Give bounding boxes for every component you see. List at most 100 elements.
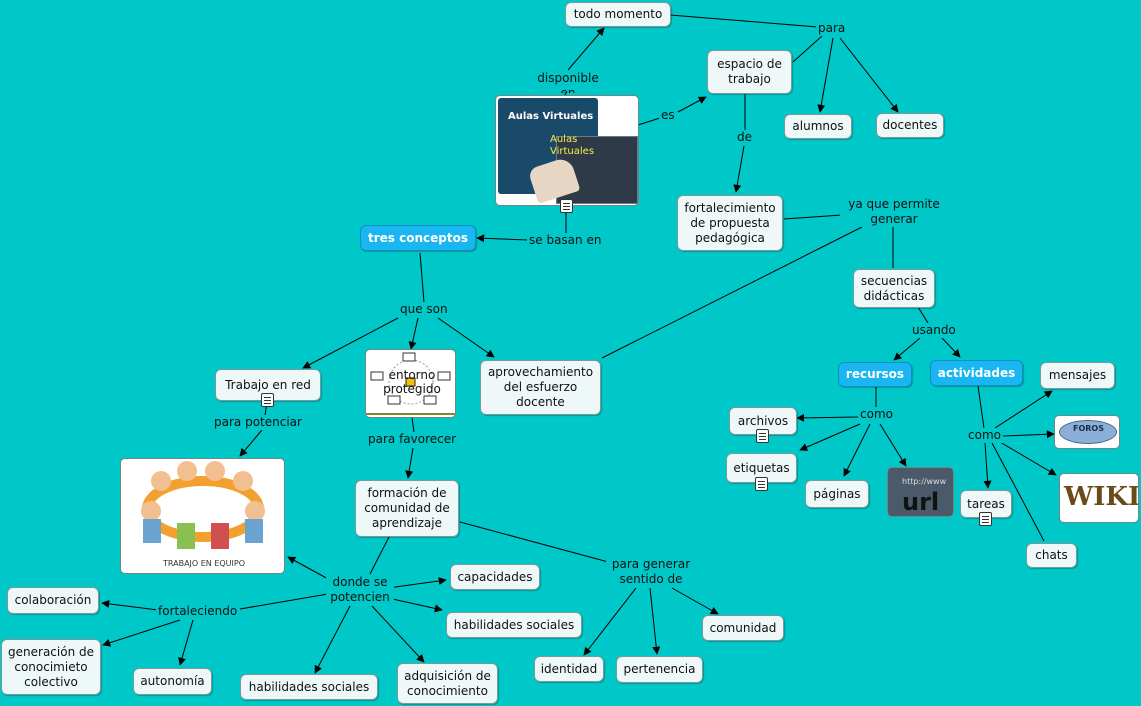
url-http-text: http://www [902,477,947,486]
concept-mensajes[interactable]: mensajes [1040,362,1115,389]
link-para-generar: para generar sentido de [606,557,696,587]
edge [649,587,661,655]
edge [405,447,414,479]
edge [419,252,425,303]
edge [567,27,605,71]
image-aulas-virtuales[interactable]: Aulas Virtuales Aulas Virtuales [495,95,639,206]
edge [601,226,863,359]
edge [387,577,447,589]
edge [983,442,992,489]
document-icon[interactable] [755,477,768,491]
edge [994,390,1053,429]
concept-pertenencia[interactable]: pertenencia [616,656,703,683]
concept-adquisicion[interactable]: adquisición de conocimiento [397,663,498,704]
edge [437,317,495,358]
edge [637,117,661,126]
edge [879,423,907,467]
concept-recursos[interactable]: recursos [838,362,912,387]
speech-bubble-icon [1059,420,1117,444]
edge [387,597,443,613]
team-circle-icon [141,461,265,549]
document-icon[interactable] [560,199,573,213]
concept-comunidad[interactable]: comunidad [702,615,784,641]
concept-actividades[interactable]: actividades [930,360,1023,386]
concept-generacion[interactable]: generación de conocimieto colectivo [1,639,101,695]
concept-chats[interactable]: chats [1026,543,1077,568]
edge [991,442,1045,542]
edge [369,536,390,575]
aulas-title: Aulas Virtuales [508,111,594,122]
foros-text: FOROS [1073,424,1104,433]
edge [459,521,613,564]
edge [314,605,351,674]
image-entorno-protegido[interactable]: entorno protegido [365,349,456,418]
edge [839,37,899,113]
edge [843,423,871,477]
link-de: de [735,130,754,145]
document-icon[interactable] [979,512,992,526]
edge [302,317,399,369]
edge [669,14,819,28]
network-icon [366,352,455,415]
link-como-recursos: como [858,407,895,422]
edge [817,37,834,113]
entorno-text: entorno protegido [383,368,441,396]
image-trabajo-en-equipo[interactable]: TRABAJO EN EQUIPO [120,458,285,574]
concept-tareas[interactable]: tareas [960,490,1012,518]
document-icon[interactable] [261,393,274,407]
image-wikis[interactable]: WIKIS [1059,473,1139,523]
link-disponible-en: disponible en [534,71,602,93]
edge [796,413,859,422]
edge [408,317,419,350]
concept-todo-momento[interactable]: todo momento [565,2,671,27]
concept-colaboracion[interactable]: colaboración [7,587,99,614]
link-usando: usando [910,323,958,338]
concept-habilidades-sociales[interactable]: habilidades sociales [446,612,582,638]
concept-espacio-trabajo[interactable]: espacio de trabajo [707,50,792,94]
concept-fortalecimiento[interactable]: fortalecimiento de propuesta pedagógica [677,195,783,251]
edge [239,593,329,610]
edge [101,599,159,611]
concept-autonomia[interactable]: autonomía [133,668,212,695]
edge [999,441,1057,476]
link-para: para [816,21,848,36]
edge [792,35,823,63]
concept-tres-conceptos[interactable]: tres conceptos [360,225,476,251]
edge [893,337,921,361]
link-ya-que: ya que permite generar [840,197,948,227]
document-icon[interactable] [756,429,769,443]
link-es: es [659,108,677,123]
wikis-text: WIKIS [1064,482,1139,512]
concept-capacidades[interactable]: capacidades [450,564,540,590]
concept-identidad[interactable]: identidad [534,656,604,682]
edge [799,423,861,451]
edge [671,587,719,615]
link-donde-se-potencien: donde se potencien [326,575,394,605]
concept-docentes[interactable]: docentes [876,113,944,138]
edge [476,234,529,243]
edge [783,214,843,220]
concept-aprovechamiento[interactable]: aprovechamiento del esfuerzo docente [480,360,601,415]
concept-habilidades-sociales[interactable]: habilidades sociales [240,674,378,700]
edge [733,145,745,193]
edge [917,306,929,324]
edge [1002,430,1055,439]
edge [178,619,194,666]
link-se-basan-en: se basan en [527,233,604,248]
equipo-caption: TRABAJO EN EQUIPO [162,559,246,568]
link-como-actividades: como [966,428,1003,443]
concept-secuencias[interactable]: secuencias didácticas [853,269,935,308]
edge [977,385,985,429]
edge [239,429,263,457]
edge [102,619,181,647]
edge [677,96,707,113]
edge [583,587,637,656]
concept-trabajo-red[interactable]: Trabajo en red [215,369,321,401]
concept-alumnos[interactable]: alumnos [784,114,852,139]
image-url[interactable]: http://www url [887,467,954,517]
edge [941,337,961,358]
image-foros[interactable]: FOROS [1054,415,1120,449]
link-fortaleciendo: fortaleciendo [156,604,240,619]
concept-paginas[interactable]: páginas [805,480,869,508]
concept-formacion[interactable]: formación de comunidad de aprendizaje [355,480,459,537]
